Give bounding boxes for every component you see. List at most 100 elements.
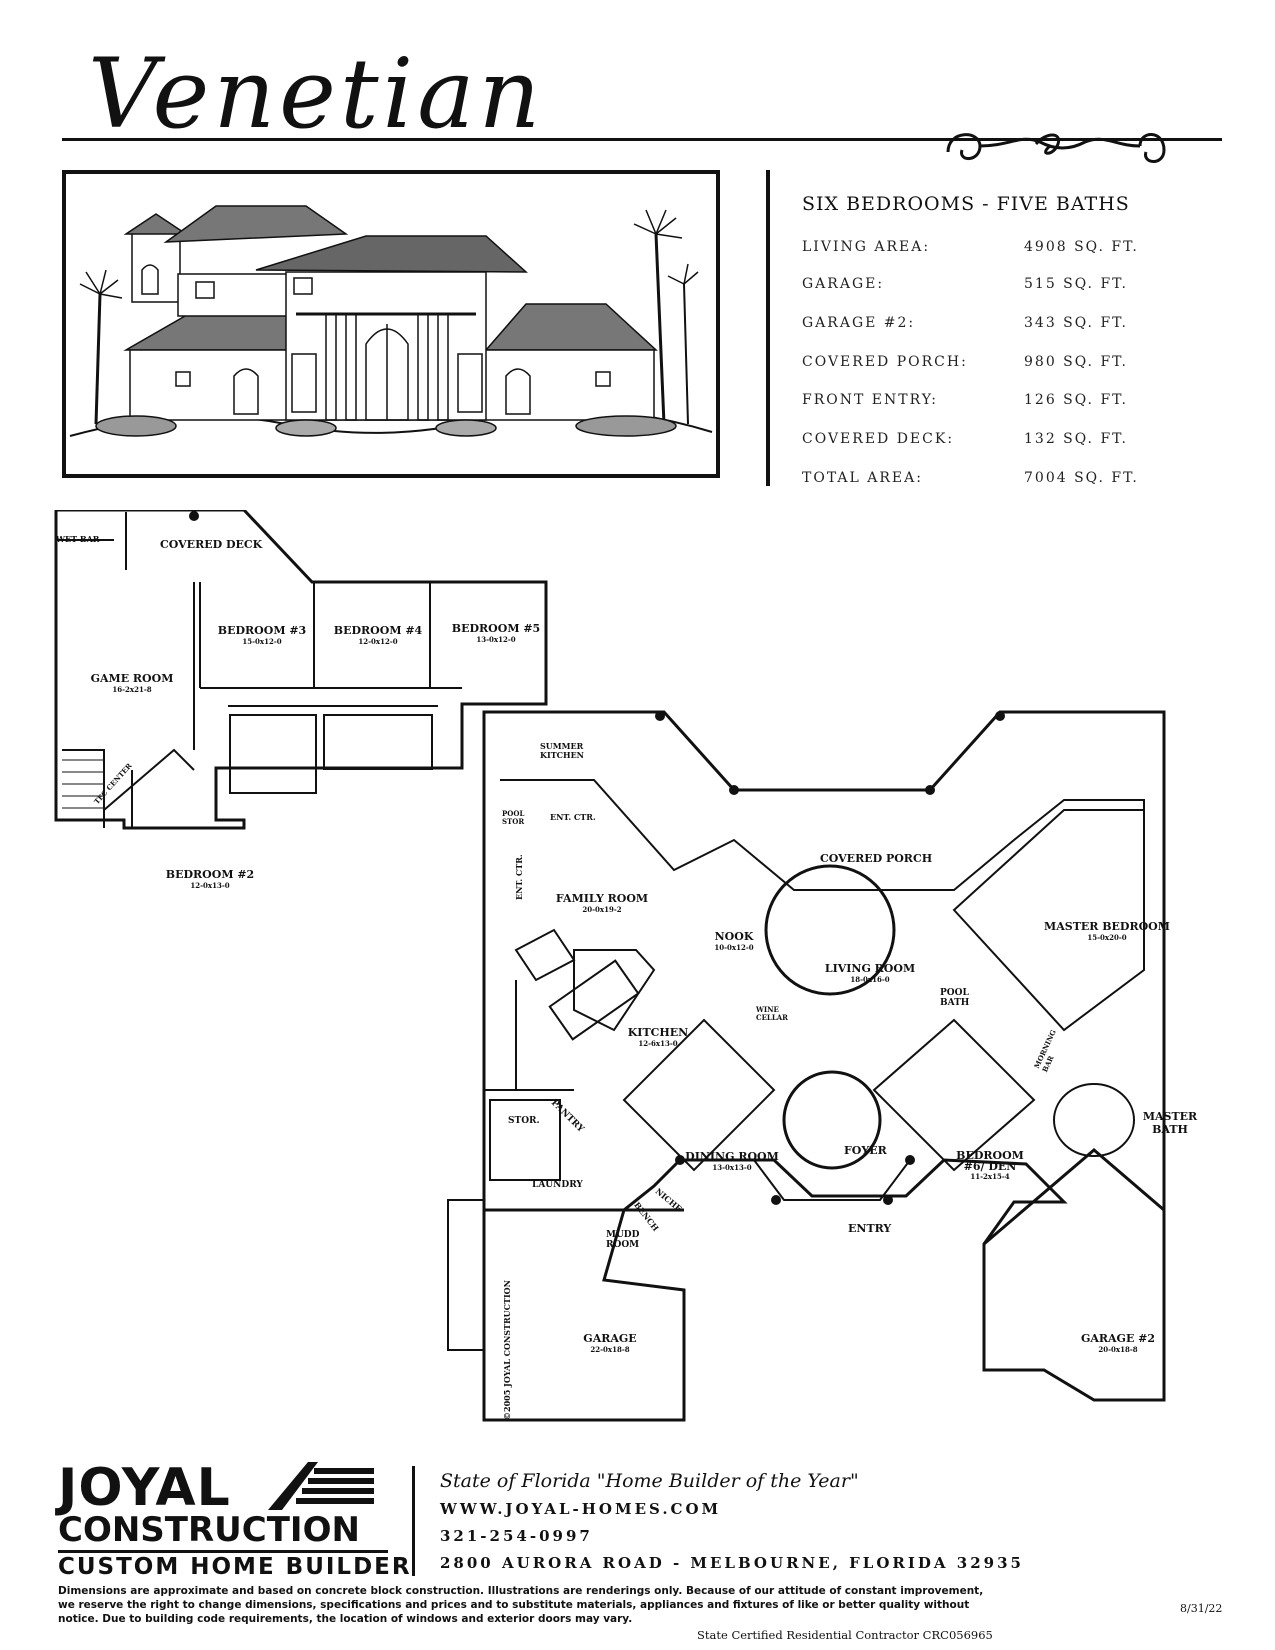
label-nook: NOOK 10-0x12-0	[704, 930, 764, 952]
room-dims: 12-0x12-0	[358, 637, 398, 646]
label-wine-cellar: WINE CELLAR	[756, 1005, 788, 1022]
room-dims: 12-6x13-0	[638, 1039, 678, 1048]
logo-custom-home-builder: CUSTOM HOME BUILDER	[58, 1554, 412, 1580]
room-name: DINING ROOM	[685, 1150, 779, 1163]
room-dims: 11-2x15-4	[970, 1172, 1010, 1181]
room-name: GAME ROOM	[90, 672, 174, 685]
spec-value: 132 SQ. FT.	[1024, 431, 1128, 447]
spec-row-covered-deck: COVERED DECK: 132 SQ. FT.	[802, 431, 1142, 455]
label-pool-stor: POOL STOR	[502, 809, 525, 826]
room-dims: 10-0x12-0	[714, 943, 754, 952]
website-link[interactable]: WWW.JOYAL-HOMES.COM	[440, 1500, 722, 1518]
label-foyer: FOYER	[844, 1144, 887, 1157]
room-name: GARAGE #2	[1080, 1332, 1156, 1345]
disclaimer: Dimensions are approximate and based on …	[58, 1585, 984, 1625]
label-laundry: LAUNDRY	[532, 1180, 583, 1190]
title-rule	[62, 138, 1222, 141]
spec-label: LIVING AREA:	[802, 239, 931, 255]
spec-row-garage-2: GARAGE #2: 343 SQ. FT.	[802, 315, 1142, 339]
label-bedroom-3: BEDROOM #3 15-0x12-0	[212, 624, 312, 646]
label-mudd-room: MUDD ROOM	[606, 1230, 640, 1250]
label-living-room: LIVING ROOM 18-0x16-0	[820, 962, 920, 984]
label-bedroom-2: BEDROOM #2 12-0x13-0	[160, 868, 260, 890]
room-name: MASTER BEDROOM	[1044, 920, 1170, 933]
room-dims: 13-0x12-0	[476, 635, 516, 644]
spec-label: FRONT ENTRY:	[802, 392, 938, 408]
upper-floor-outline	[54, 510, 548, 830]
date: 8/31/22	[1180, 1602, 1223, 1615]
house-elevation-drawing	[69, 205, 713, 437]
label-summer-kitchen: SUMMER KITCHEN	[540, 741, 584, 760]
tagline: State of Florida "Home Builder of the Ye…	[440, 1470, 859, 1492]
label-covered-deck-upper: COVERED DECK	[160, 538, 263, 551]
room-name: NOOK	[714, 930, 754, 943]
label-pool-bath: POOL BATH	[940, 988, 970, 1008]
spec-value: 4908 SQ. FT.	[1024, 239, 1139, 255]
label-copyright: ©2005 JOYAL CONSTRUCTION	[502, 1280, 512, 1420]
room-dims: 20-0x19-2	[582, 905, 622, 914]
spec-value: 7004 SQ. FT.	[1024, 470, 1139, 486]
room-name: BEDROOM #6/ DEN	[956, 1149, 1024, 1173]
room-dims: 16-2x21-8	[112, 685, 152, 694]
footer-divider	[412, 1466, 415, 1576]
spec-label: GARAGE:	[802, 276, 885, 292]
label-garage-2: GARAGE #2 20-0x18-8	[1068, 1332, 1168, 1354]
spec-row-total-area: TOTAL AREA: 7004 SQ. FT.	[802, 470, 1142, 494]
logo-divider	[58, 1550, 388, 1553]
spec-label: COVERED DECK:	[802, 431, 955, 447]
spec-label: GARAGE #2:	[802, 315, 916, 331]
room-name: LIVING ROOM	[824, 962, 916, 975]
label-bedroom-4: BEDROOM #4 12-0x12-0	[328, 624, 428, 646]
spec-label: TOTAL AREA:	[802, 470, 923, 486]
label-ent-ctr-side: ENT. CTR.	[514, 854, 524, 900]
spec-value: 515 SQ. FT.	[1024, 276, 1128, 292]
label-family-room: FAMILY ROOM 20-0x19-2	[552, 892, 652, 914]
room-dims: 22-0x18-8	[590, 1345, 630, 1354]
room-dims: 15-0x12-0	[242, 637, 282, 646]
label-kitchen: KITCHEN 12-6x13-0	[618, 1026, 698, 1048]
logo-joyal: JOYAL	[58, 1458, 231, 1518]
room-name: BEDROOM #5	[451, 622, 541, 635]
room-name: BEDROOM #2	[165, 868, 255, 881]
room-dims: 15-0x20-0	[1087, 933, 1127, 942]
ornament-flourish	[946, 133, 1166, 163]
label-game-room: GAME ROOM 16-2x21-8	[82, 672, 182, 694]
main-floor-outline	[482, 710, 1166, 1422]
room-dims: 12-0x13-0	[190, 881, 230, 890]
room-name: FAMILY ROOM	[555, 892, 649, 905]
spec-value: 980 SQ. FT.	[1024, 354, 1128, 370]
label-entry: ENTRY	[848, 1222, 892, 1235]
label-master-bedroom: MASTER BEDROOM 15-0x20-0	[1042, 920, 1172, 942]
label-stor: STOR.	[508, 1116, 540, 1126]
label-bedroom-6: BEDROOM #6/ DEN 11-2x15-4	[950, 1150, 1030, 1181]
license: State Certified Residential Contractor C…	[697, 1628, 993, 1642]
spec-row-garage: GARAGE: 515 SQ. FT.	[802, 276, 1142, 300]
spec-row-living-area: LIVING AREA: 4908 SQ. FT.	[802, 239, 1142, 263]
room-name: BEDROOM #4	[333, 624, 423, 637]
logo-roof-icon	[268, 1462, 374, 1510]
room-dims: 18-0x16-0	[850, 975, 890, 984]
page-title: Venetian	[88, 38, 545, 150]
spec-row-covered-porch: COVERED PORCH: 980 SQ. FT.	[802, 354, 1142, 378]
room-dims: 20-0x18-8	[1098, 1345, 1138, 1354]
spec-divider	[766, 170, 770, 486]
room-name: BEDROOM #3	[217, 624, 307, 637]
logo-construction: CONSTRUCTION	[58, 1510, 360, 1550]
label-ent-ctr: ENT. CTR.	[550, 812, 596, 822]
phone-number: 321-254-0997	[440, 1527, 593, 1545]
label-bedroom-5: BEDROOM #5 13-0x12-0	[446, 622, 546, 644]
label-wet-bar: WET BAR	[56, 534, 100, 544]
label-master-bath: MASTER BATH	[1142, 1110, 1198, 1136]
spec-row-front-entry: FRONT ENTRY: 126 SQ. FT.	[802, 392, 1142, 416]
floor-plans	[54, 510, 1166, 1422]
label-garage: GARAGE 22-0x18-8	[560, 1332, 660, 1354]
spec-value: 126 SQ. FT.	[1024, 392, 1128, 408]
spec-heading: SIX BEDROOMS - FIVE BATHS	[802, 193, 1130, 215]
spec-label: COVERED PORCH:	[802, 354, 968, 370]
room-dims: 13-0x13-0	[712, 1163, 752, 1172]
label-covered-porch: COVERED PORCH	[820, 852, 933, 865]
room-name: KITCHEN	[627, 1026, 689, 1039]
label-dining-room: DINING ROOM 13-0x13-0	[682, 1150, 782, 1172]
address: 2800 AURORA ROAD - MELBOURNE, FLORIDA 32…	[440, 1554, 1024, 1572]
house-rendering-frame	[62, 170, 720, 478]
